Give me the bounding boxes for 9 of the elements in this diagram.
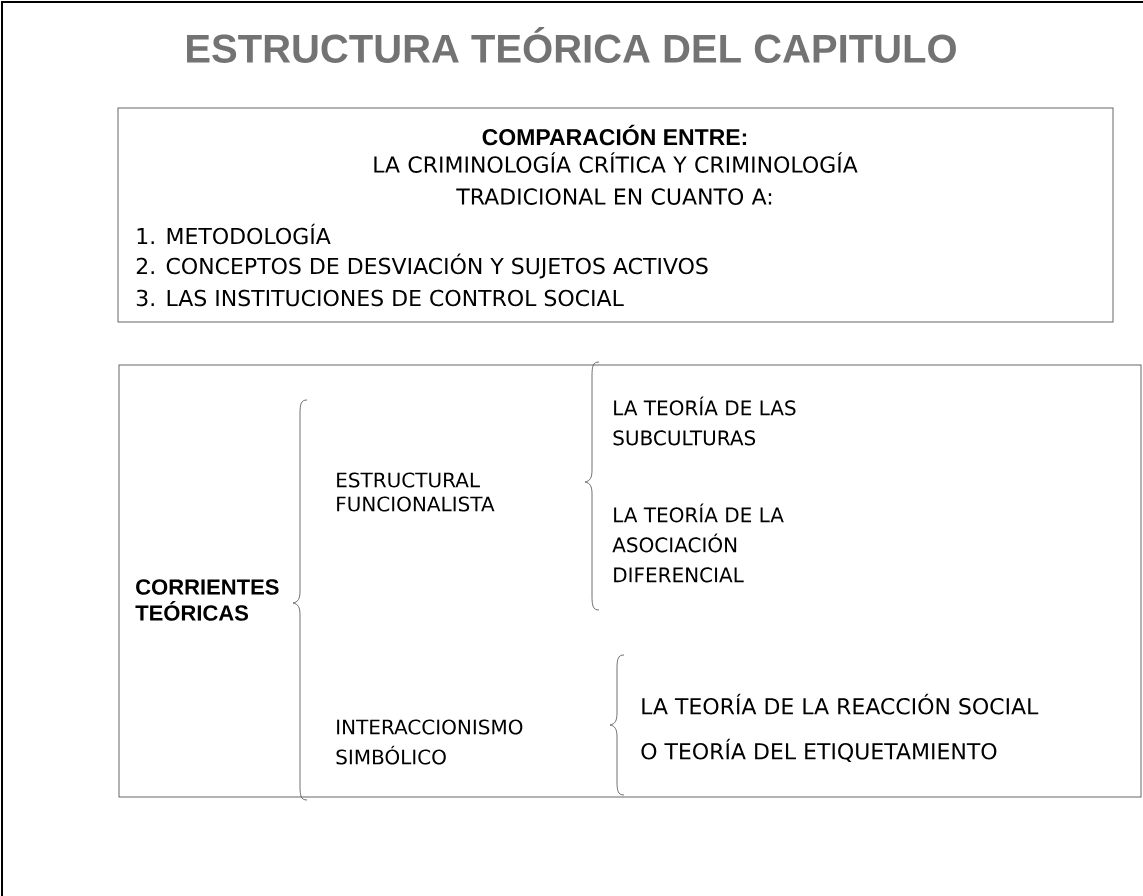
heading: CORRIENTES TEÓRICAS <box>135 579 279 621</box>
text-label: LA TEORÍA DE LAS SUBCULTURAS <box>613 396 796 446</box>
title: ESTRUCTURA TEÓRICA DEL CAPITULO <box>187 27 956 63</box>
frame-box <box>118 364 1142 798</box>
text-label: LA TEORÍA DE LA ASOCIACIÓN DIFERENCIAL <box>612 503 784 583</box>
text-label: ESTRUCTURAL FUNCIONALISTA <box>337 472 495 512</box>
text-label: LA TEORÍA DE LA REACCIÓN SOCIAL O TEORÍA DEL ETIQUETAMIENTO <box>641 693 1039 763</box>
text-label: INTERACCIONISMO SIMBÓLICO <box>336 719 523 765</box>
comparison-box: COMPARACIÓN ENTRE: LA CRIMINOLOGÍA CRÍTICA Y CRIMINOLOGÍA TRADICIONAL EN CUANTO A: 1. METODOLOGÍA 2. CONCEPTOS DE DESVIACIÓN Y SUJETOS ACTIVOS 3. LAS INSTITUCIONES DE CONTROL SOCIAL <box>117 107 1114 323</box>
